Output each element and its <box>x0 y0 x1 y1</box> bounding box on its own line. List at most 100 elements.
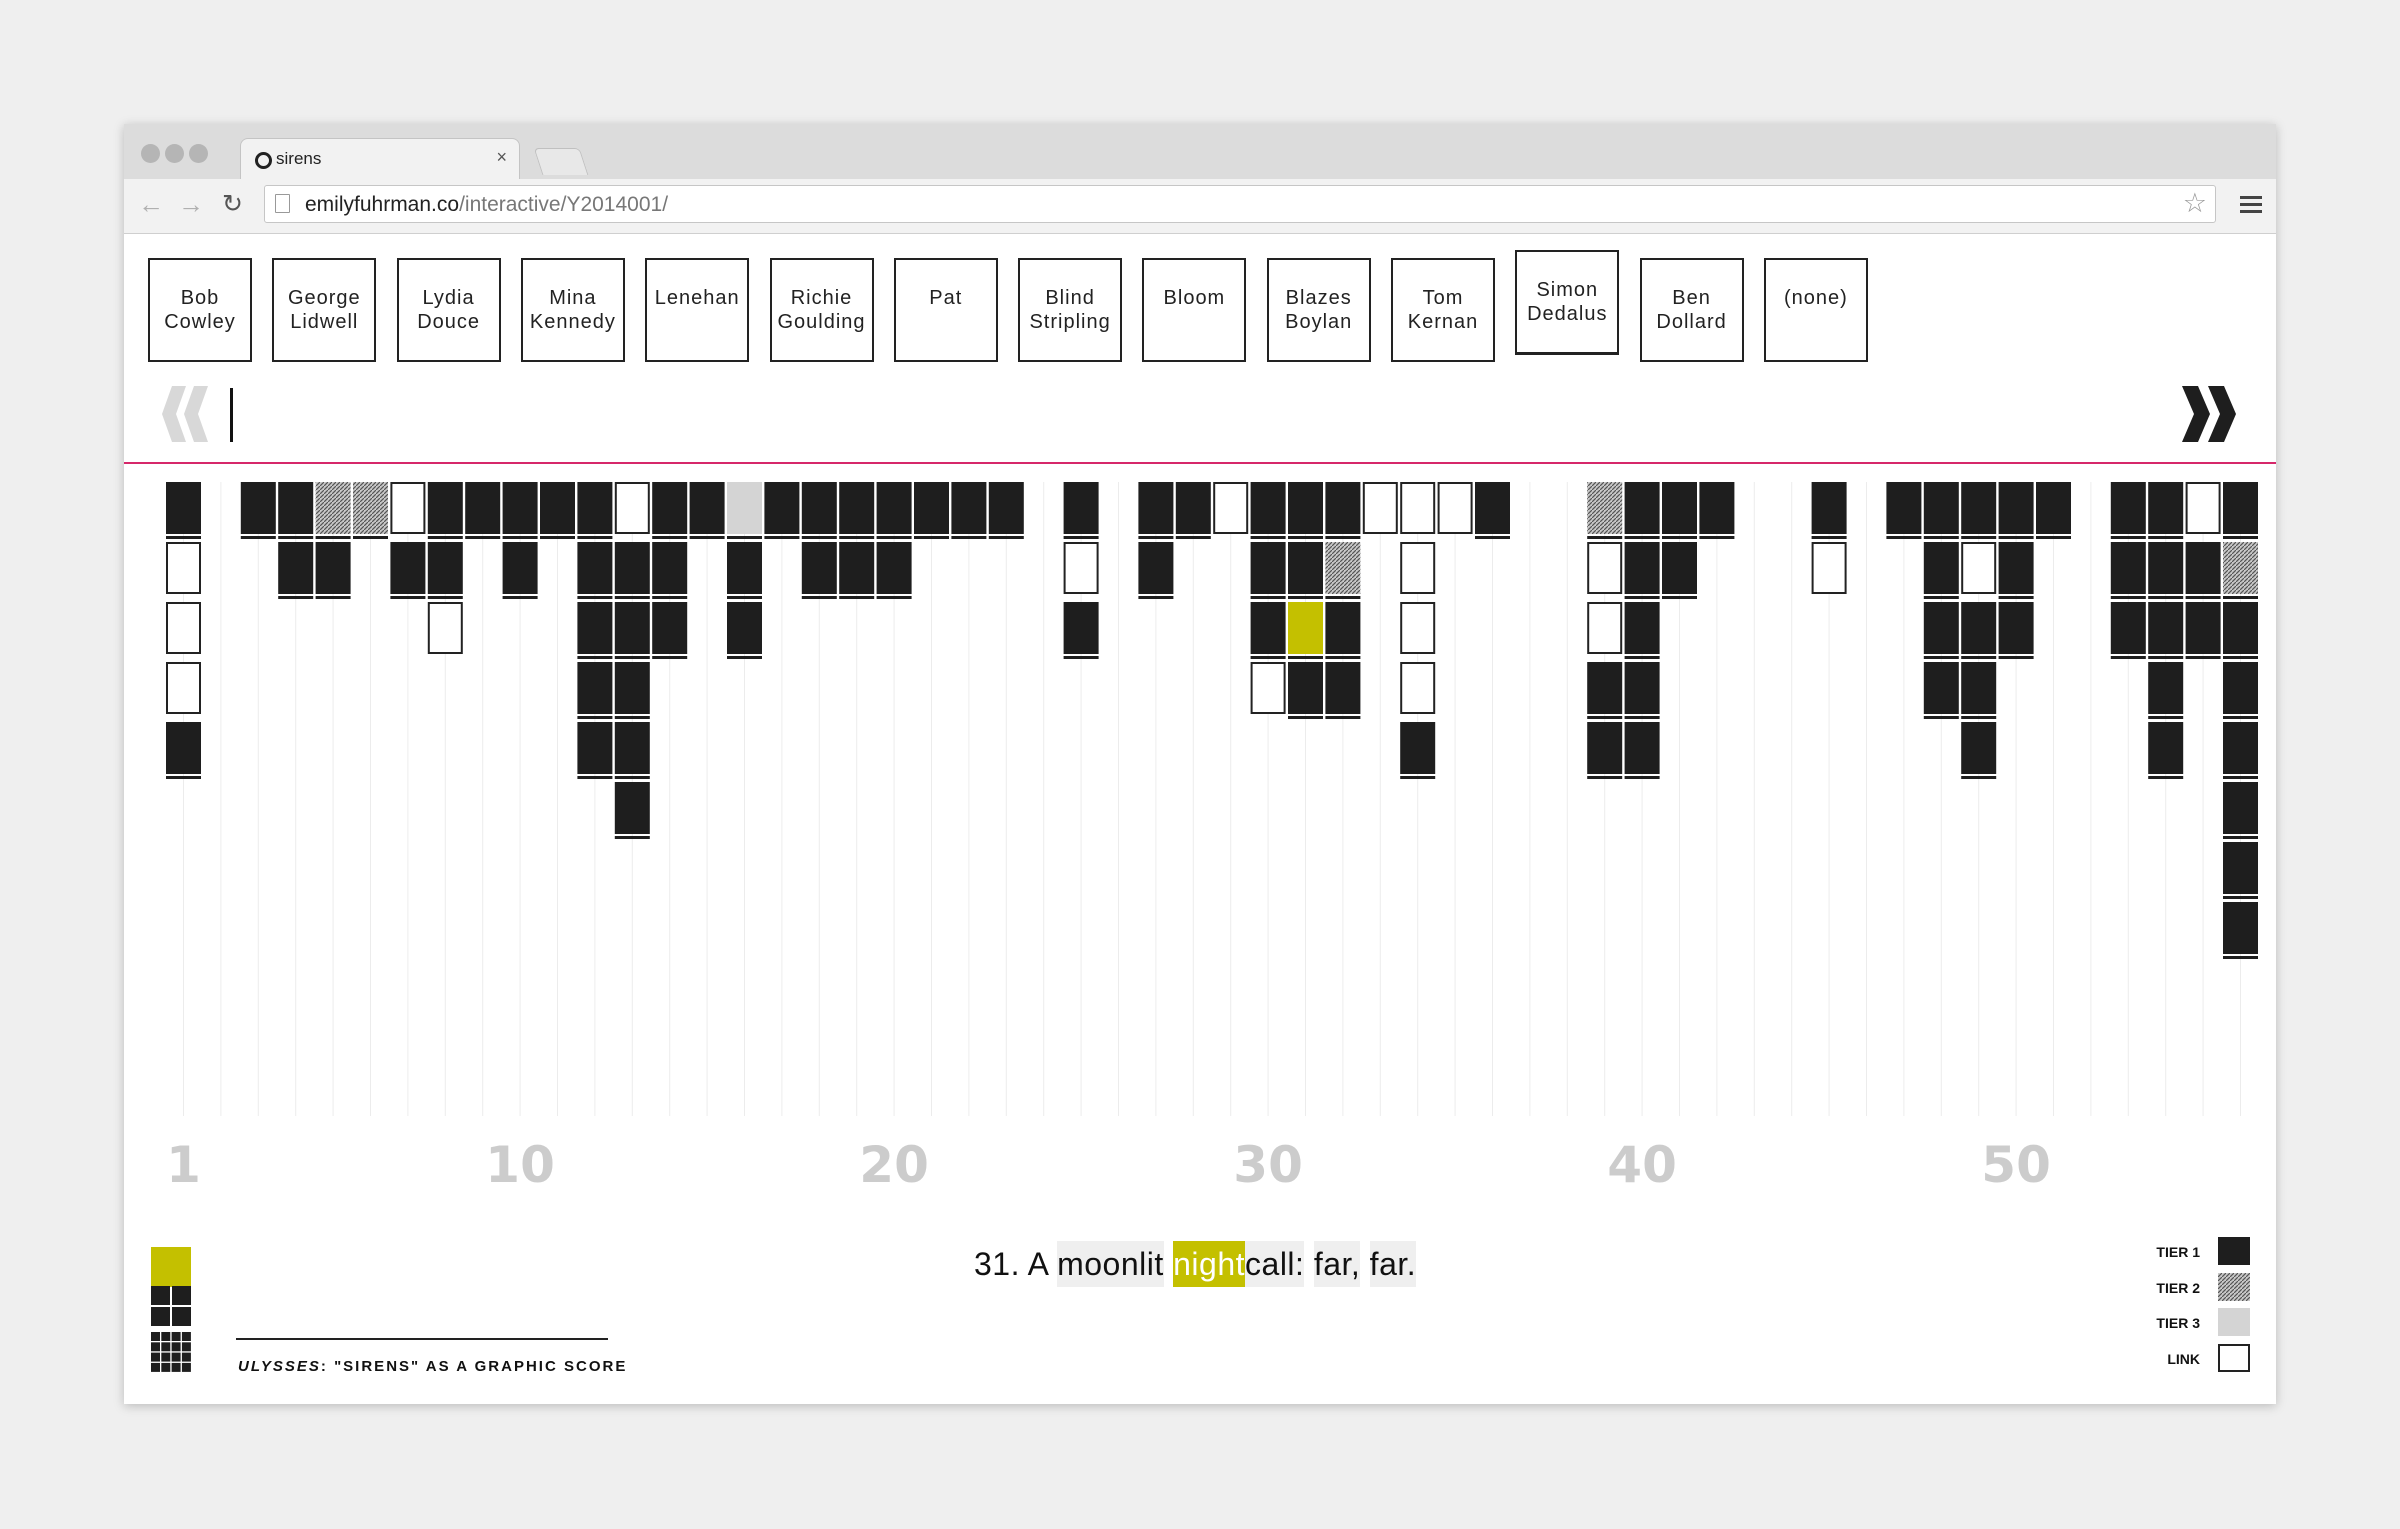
score-cell-tier1[interactable] <box>1624 602 1660 654</box>
score-cell-tier1[interactable] <box>951 482 987 534</box>
score-cell-tier1[interactable] <box>315 542 351 594</box>
score-cell-tier1[interactable] <box>1325 662 1361 714</box>
score-cell-tier1[interactable] <box>1138 482 1174 534</box>
score-cell-tier1[interactable] <box>652 542 688 594</box>
score-cell-tier1[interactable] <box>1400 722 1436 774</box>
score-cell-tier1[interactable] <box>2223 782 2258 834</box>
score-cell-tier1[interactable] <box>427 542 463 594</box>
score-cell-tier1[interactable] <box>614 602 650 654</box>
score-cell-link[interactable] <box>1362 482 1398 534</box>
score-cell-tier1[interactable] <box>1961 602 1997 654</box>
score-cell-tier1[interactable] <box>1175 482 1211 534</box>
zoom-single-icon[interactable] <box>151 1247 191 1287</box>
score-cell-link[interactable] <box>1250 662 1286 714</box>
minimize-window-icon[interactable] <box>165 144 184 163</box>
character-button[interactable]: Bloom <box>1142 258 1247 362</box>
score-cell-tier1[interactable] <box>1886 482 1922 534</box>
score-cell-link[interactable] <box>166 602 201 654</box>
menu-icon[interactable] <box>2240 196 2262 214</box>
forward-icon[interactable]: → <box>178 189 204 219</box>
score-cell-tier1[interactable] <box>1998 602 2034 654</box>
bookmark-star-icon[interactable]: ☆ <box>2182 188 2207 218</box>
score-cell-tier1[interactable] <box>577 662 613 714</box>
reload-icon[interactable]: ↻ <box>222 190 243 218</box>
score-cell-tier1[interactable] <box>2110 482 2146 534</box>
new-tab-button[interactable] <box>533 148 589 175</box>
score-cell-tier1[interactable] <box>1250 602 1286 654</box>
sentence-word[interactable]: far. <box>1369 1241 1417 1287</box>
character-button[interactable]: (none) <box>1763 258 1868 362</box>
score-cell-tier1[interactable] <box>1624 662 1660 714</box>
score-cell-tier1[interactable] <box>1811 482 1847 534</box>
next-chevron-icon[interactable] <box>2182 386 2254 442</box>
score-cell-tier1[interactable] <box>1288 482 1323 534</box>
character-button[interactable]: Simon Dedalus <box>1515 250 1620 354</box>
score-cell-tier1[interactable] <box>540 482 575 534</box>
score-cell-tier1[interactable] <box>1961 662 1997 714</box>
character-button[interactable]: Mina Kennedy <box>520 258 625 362</box>
score-cell-tier1[interactable] <box>2148 662 2184 714</box>
score-cell-tier1[interactable] <box>2148 722 2184 774</box>
score-cell-tier1[interactable] <box>1662 542 1697 594</box>
score-cell-tier1[interactable] <box>1923 482 1959 534</box>
browser-tab[interactable]: sirens × <box>240 138 520 180</box>
character-button[interactable]: Lydia Douce <box>396 258 501 362</box>
playhead[interactable] <box>230 388 233 442</box>
character-button[interactable]: Blind Stripling <box>1018 258 1123 362</box>
score-cell-tier1[interactable] <box>801 542 837 594</box>
score-cell-tier1[interactable] <box>876 542 912 594</box>
character-button[interactable]: Pat <box>893 258 998 362</box>
character-button[interactable]: Tom Kernan <box>1391 258 1495 362</box>
score-cell-tier1[interactable] <box>278 482 314 534</box>
score-cell-tier1[interactable] <box>2036 482 2071 534</box>
score-cell-tier1[interactable] <box>1138 542 1174 594</box>
score-cell-tier1[interactable] <box>1923 662 1959 714</box>
score-cell-link[interactable] <box>1063 542 1099 594</box>
score-cell-tier1[interactable] <box>1288 542 1323 594</box>
previous-chevron-icon[interactable] <box>150 386 222 442</box>
score-cell-tier1[interactable] <box>1961 722 1997 774</box>
score-cell-tier1[interactable] <box>240 482 276 534</box>
sentence-word[interactable]: moonlit <box>1057 1241 1164 1287</box>
score-cell-tier1[interactable] <box>2223 842 2258 894</box>
score-cell-tier1[interactable] <box>166 722 201 774</box>
score-cell-current[interactable] <box>1288 602 1323 654</box>
score-cell-tier1[interactable] <box>1961 482 1997 534</box>
close-tab-icon[interactable]: × <box>496 147 507 167</box>
score-cell-tier1[interactable] <box>1624 482 1660 534</box>
score-cell-tier1[interactable] <box>1250 542 1286 594</box>
score-cell-tier1[interactable] <box>577 542 613 594</box>
score-cell-tier3[interactable] <box>727 482 762 534</box>
score-cell-tier1[interactable] <box>2110 542 2146 594</box>
character-button[interactable]: Blazes Boylan <box>1266 258 1371 362</box>
score-cell-tier1[interactable] <box>1624 722 1660 774</box>
sentence-word[interactable]: call: <box>1245 1241 1305 1287</box>
back-icon[interactable]: ← <box>138 189 164 219</box>
score-cell-tier1[interactable] <box>652 482 688 534</box>
score-cell-tier1[interactable] <box>2223 602 2258 654</box>
score-cell-tier1[interactable] <box>1325 602 1361 654</box>
score-cell-tier2[interactable] <box>1587 482 1623 534</box>
score-cell-tier1[interactable] <box>427 482 463 534</box>
score-cell-link[interactable] <box>427 602 463 654</box>
score-cell-tier1[interactable] <box>727 602 762 654</box>
score-cell-link[interactable] <box>390 482 426 534</box>
score-cell-tier1[interactable] <box>502 542 538 594</box>
sentence-word-highlighted[interactable]: night <box>1173 1241 1246 1287</box>
score-cell-tier2[interactable] <box>353 482 388 534</box>
score-cell-link[interactable] <box>614 482 650 534</box>
score-cell-link[interactable] <box>1437 482 1473 534</box>
score-cell-link[interactable] <box>1400 602 1436 654</box>
score-cell-tier1[interactable] <box>689 482 725 534</box>
score-cell-tier1[interactable] <box>1923 542 1959 594</box>
score-cell-tier1[interactable] <box>801 482 837 534</box>
score-cell-tier1[interactable] <box>1998 482 2034 534</box>
score-cell-tier1[interactable] <box>502 482 538 534</box>
score-cell-tier1[interactable] <box>914 482 949 534</box>
score-cell-tier1[interactable] <box>2148 482 2184 534</box>
score-cell-link[interactable] <box>1587 542 1623 594</box>
score-cell-tier1[interactable] <box>988 482 1024 534</box>
score-cell-link[interactable] <box>166 662 201 714</box>
score-cell-tier1[interactable] <box>614 542 650 594</box>
close-window-icon[interactable] <box>141 144 160 163</box>
